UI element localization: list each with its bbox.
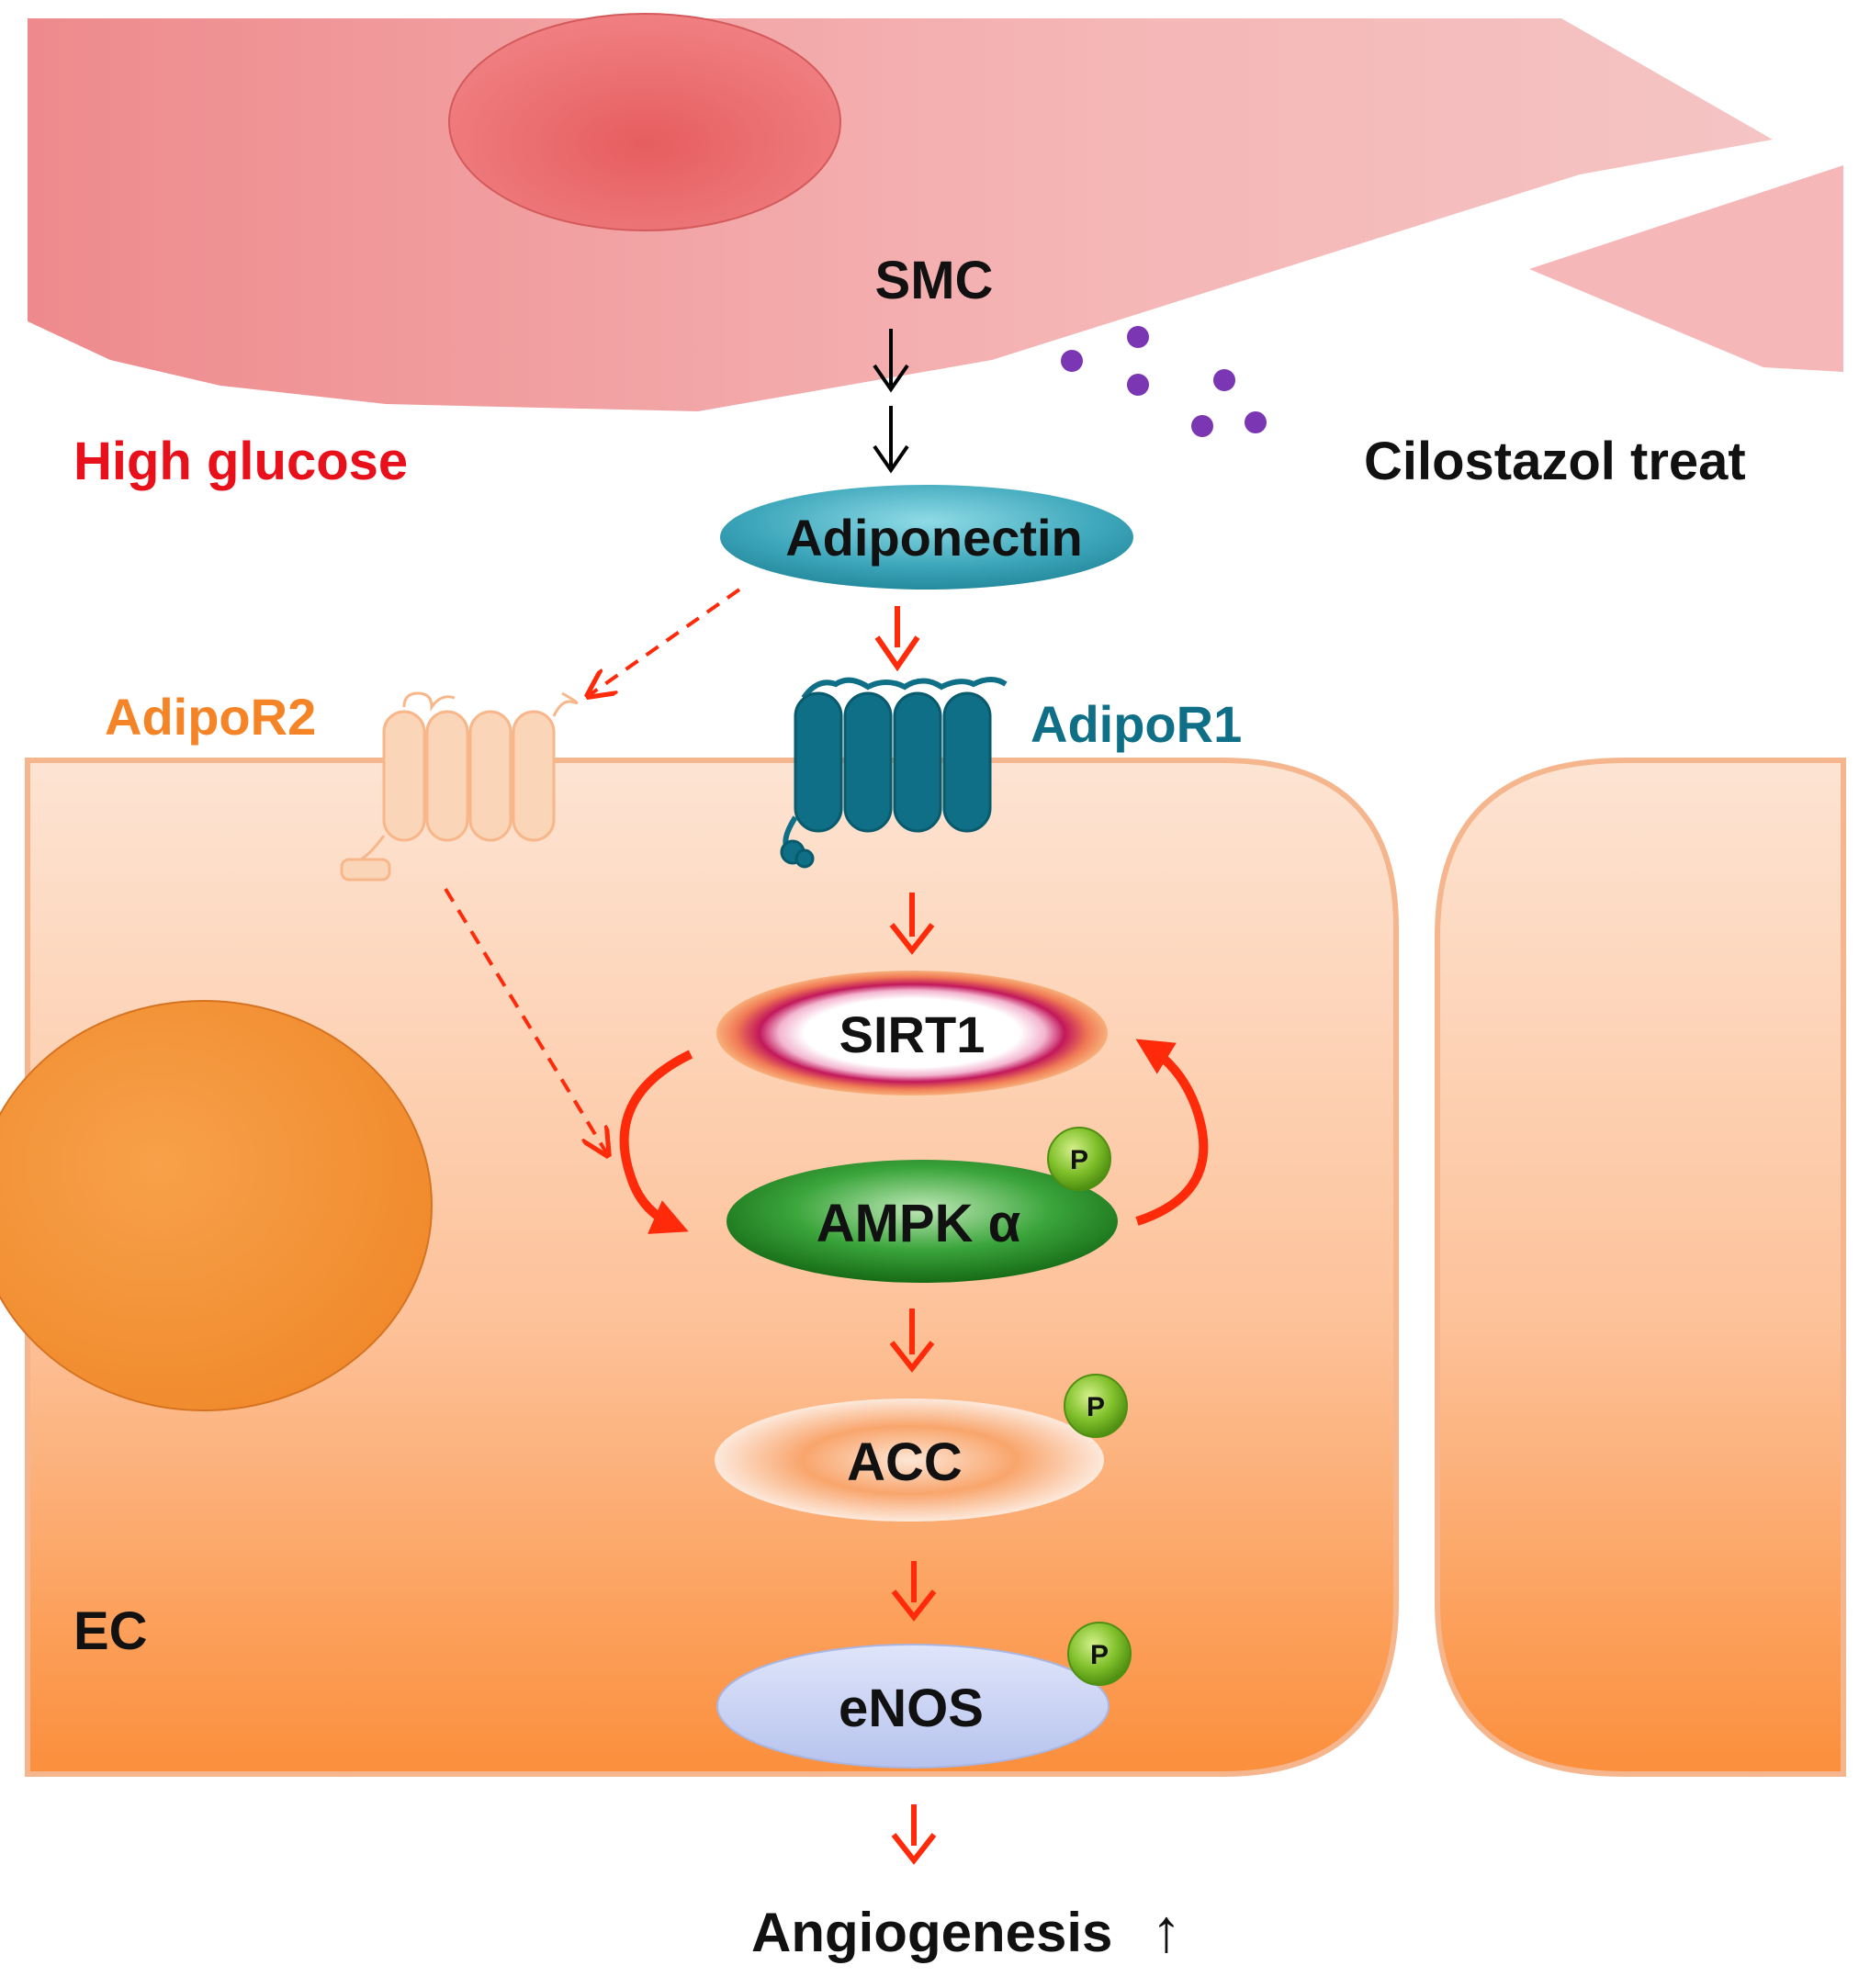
- adipor2-receptor: [340, 691, 579, 882]
- adipor1-receptor: [780, 677, 1008, 869]
- cilostazol-dots: [1061, 326, 1267, 437]
- smc-nucleus: [448, 13, 841, 231]
- arrow-adiponectin-adipor1: [874, 606, 920, 672]
- ec-nucleus: [0, 1000, 433, 1411]
- phospho-badge-enos: P: [1067, 1622, 1132, 1686]
- angiogenesis-label: Angiogenesis: [751, 1902, 1112, 1963]
- adipor1-label: AdipoR1: [1031, 695, 1242, 753]
- pathway-arrows: [889, 893, 937, 1865]
- high-glucose-label: High glucose: [73, 432, 408, 491]
- ec-label: EC: [73, 1601, 148, 1661]
- sirt1-label: SIRT1: [839, 1005, 986, 1063]
- curved-arrow-sirt1-ampk: [619, 1050, 693, 1234]
- adipor2-label: AdipoR2: [105, 688, 316, 746]
- curved-arrow-ampk-sirt1: [1135, 1039, 1209, 1226]
- ampk-label: AMPK α: [817, 1194, 1021, 1253]
- ec-cell-neighbor: [1435, 758, 1846, 1777]
- cilostazol-label: Cilostazol treat: [1364, 432, 1746, 491]
- ampk-node: [727, 1160, 1118, 1283]
- sirt1-node: [716, 971, 1108, 1095]
- smc-cell: [28, 18, 1773, 411]
- adiponectin-node: [720, 485, 1133, 590]
- adiponectin-label: Adiponectin: [785, 509, 1083, 567]
- acc-label: ACC: [847, 1432, 963, 1492]
- enos-label: eNOS: [839, 1679, 984, 1738]
- svg-text:P: P: [1087, 1392, 1105, 1422]
- acc-node: [715, 1398, 1104, 1522]
- dashed-arrow-adiponectin-adipor2: [591, 588, 741, 694]
- smc-cell-fragment: [1529, 165, 1843, 372]
- smc-secretion-arrows: [873, 329, 909, 474]
- svg-text:P: P: [1070, 1145, 1088, 1175]
- svg-text:P: P: [1090, 1640, 1109, 1670]
- dashed-arrow-adipor2-ampk: [444, 887, 606, 1152]
- phospho-badge-ampk: P: [1047, 1127, 1111, 1191]
- enos-node: [716, 1644, 1110, 1769]
- angiogenesis-up-arrow: ↑: [1152, 1896, 1182, 1964]
- phospho-badge-acc: P: [1064, 1374, 1128, 1438]
- smc-label: SMC: [875, 251, 994, 310]
